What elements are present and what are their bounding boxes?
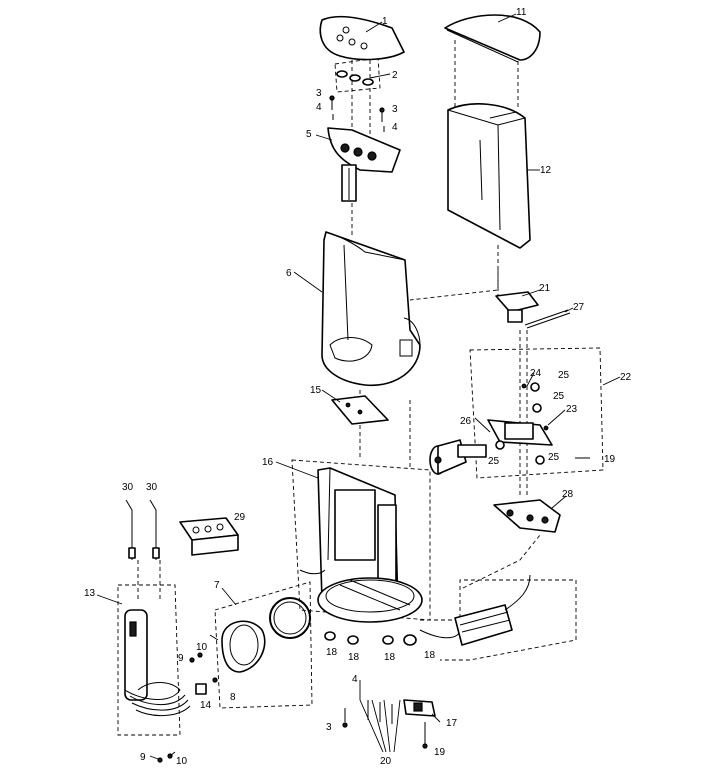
callout-15: 15	[310, 385, 322, 396]
part-3-4-top-screws	[329, 95, 385, 132]
callout-4: 4	[392, 122, 398, 133]
callout-4: 4	[352, 674, 358, 685]
part-21-bracket	[495, 291, 539, 323]
callout-25: 25	[558, 370, 570, 381]
callout-11: 11	[516, 7, 527, 18]
callout-25: 25	[548, 452, 560, 463]
callout-27: 27	[573, 302, 585, 313]
callout-30: 30	[146, 482, 158, 493]
part-30-pins	[125, 499, 160, 560]
part-5-control-plate	[327, 127, 401, 202]
callout-2: 2	[392, 70, 398, 81]
part-16-electronics-assembly	[299, 467, 423, 623]
part-15-plate	[331, 395, 389, 425]
part-18-feet	[324, 631, 417, 646]
callout-18: 18	[424, 650, 436, 661]
callout-26: 26	[460, 416, 472, 427]
callout-1: 1	[382, 16, 388, 27]
part-2-washers	[336, 70, 374, 86]
callout-3: 3	[392, 104, 398, 115]
callout-18: 18	[384, 652, 396, 663]
callout-22: 22	[620, 372, 632, 383]
callout-16: 16	[262, 457, 274, 468]
callout-3: 3	[326, 722, 332, 733]
callout-25: 25	[553, 391, 565, 402]
callout-12: 12	[540, 165, 552, 176]
callout-8: 8	[230, 692, 236, 703]
callout-19: 19	[434, 747, 446, 758]
alignment-lines	[137, 40, 577, 661]
callout-14: 14	[200, 700, 212, 711]
part-22-valve-group	[487, 382, 590, 465]
callout-labels: 1 2 3 4 3 4 5 11 12 6 15 16 21 27 22 24 …	[84, 7, 632, 767]
callout-25: 25	[488, 456, 500, 467]
callout-9: 9	[140, 752, 146, 763]
callout-13: 13	[84, 588, 96, 599]
callout-9: 9	[178, 653, 184, 664]
part-7-8-fittings	[157, 597, 311, 763]
callout-4: 4	[316, 102, 322, 113]
part-29-block	[179, 517, 239, 556]
part-17-20-bottom-hardware	[342, 699, 436, 749]
part-6-main-housing	[321, 231, 421, 387]
callout-6: 6	[286, 268, 292, 279]
part-13-heater-element	[124, 609, 191, 716]
part-11-rear-lid	[444, 14, 541, 63]
part-26-pump-motor	[429, 439, 487, 475]
power-cable	[419, 574, 531, 646]
part-27-rod	[524, 309, 571, 329]
callout-10: 10	[196, 642, 208, 653]
callout-19: 19	[604, 454, 616, 465]
callout-17: 17	[446, 718, 458, 729]
callout-29: 29	[234, 512, 246, 523]
callout-18: 18	[326, 647, 338, 658]
callout-30: 30	[122, 482, 134, 493]
callout-21: 21	[539, 283, 551, 294]
callout-3: 3	[316, 88, 322, 99]
part-1-top-plate	[319, 15, 405, 61]
part-12-water-tank	[447, 103, 531, 249]
callout-23: 23	[566, 404, 578, 415]
callout-7: 7	[214, 580, 220, 591]
callout-10: 10	[176, 756, 188, 767]
callout-20: 20	[380, 756, 392, 767]
callout-5: 5	[306, 129, 312, 140]
callout-18: 18	[348, 652, 360, 663]
leader-lines	[96, 13, 621, 760]
callout-28: 28	[562, 489, 574, 500]
callout-24: 24	[530, 368, 542, 379]
part-28-base-bracket	[493, 499, 561, 533]
